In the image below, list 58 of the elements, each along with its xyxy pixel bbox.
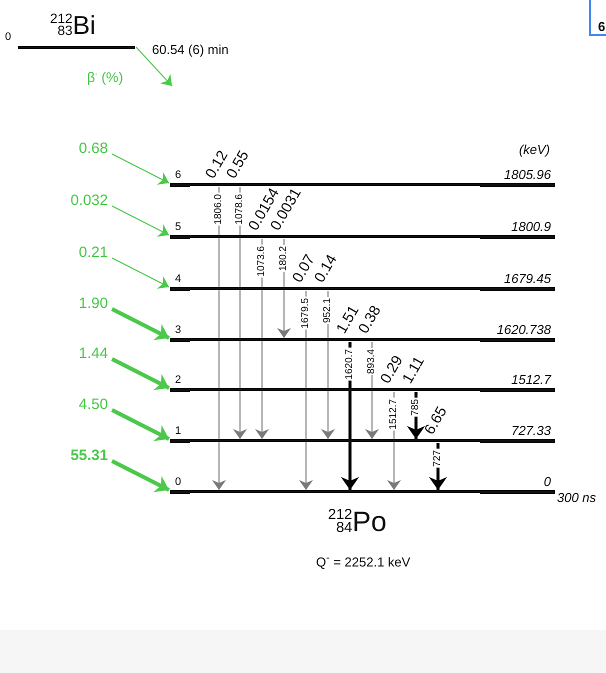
gamma-energy-label: 1679.5 <box>301 297 311 330</box>
energy-level-line <box>170 287 555 290</box>
parent-level-line <box>18 46 135 49</box>
level-number: 4 <box>175 274 182 285</box>
feeding-intensity-label: 55.31 <box>70 448 108 463</box>
level-energy: 0 <box>5 32 12 43</box>
decay-arrow <box>112 206 170 237</box>
energy-level-line <box>170 183 555 186</box>
energy-level-line <box>170 388 555 391</box>
level-number: 5 <box>175 222 182 233</box>
transition-arrow <box>428 443 448 490</box>
level-number: 0 <box>175 477 182 488</box>
gamma-energy-label: 952.1 <box>323 297 333 324</box>
gamma-energy-label: 1806.0 <box>214 193 224 226</box>
level-energy: 1679.45 <box>504 272 551 285</box>
tab-box <box>589 0 606 36</box>
gamma-energy-label: 785 <box>411 398 421 417</box>
gamma-energy-label: 180.2 <box>279 245 289 272</box>
level-energy: 1620.738 <box>496 323 551 336</box>
feeding-intensity-label: 0.68 <box>78 141 108 156</box>
level-number: 2 <box>175 375 182 386</box>
gamma-energy-label: 1073.6 <box>257 245 267 278</box>
decay-arrow <box>111 357 170 390</box>
gamma-energy-label: 1512.7 <box>389 398 399 431</box>
unit-label: (keV) <box>518 143 550 156</box>
feeding-intensity-label: 4.50 <box>78 397 108 412</box>
decay-arrow <box>111 459 170 492</box>
level-number: 3 <box>175 325 182 336</box>
decay-arrow <box>112 258 170 289</box>
level-energy: 0 <box>544 475 551 488</box>
half-life-label: 300 ns <box>557 491 596 504</box>
level-energy: 727.33 <box>511 424 551 437</box>
energy-level-line <box>170 338 555 341</box>
feeding-intensity-label: 0.032 <box>70 193 108 208</box>
energy-level-line <box>170 439 555 442</box>
gamma-energy-label: 1078.6 <box>235 193 245 226</box>
level-energy: 1512.7 <box>511 373 551 386</box>
decay-mode-label: β$^{-}$ (%) <box>87 70 124 84</box>
gamma-energy-label: 727 <box>433 449 443 468</box>
feeding-intensity-label: 0.21 <box>78 245 108 260</box>
decay-arrow <box>112 154 170 185</box>
energy-level-line <box>170 235 555 238</box>
transition-arrow <box>212 187 226 490</box>
decay-arrow <box>111 307 170 340</box>
half-life-label: 60.54 (6) min <box>152 43 229 56</box>
gamma-energy-label: 1620.7 <box>345 348 355 381</box>
decay-arrow <box>111 408 170 442</box>
level-energy: 1800.9 <box>511 220 551 233</box>
level-number: 1 <box>175 426 182 437</box>
level-number: 6 <box>175 170 182 181</box>
tab-text: 6 <box>598 20 606 33</box>
energy-level-line <box>170 490 555 493</box>
q-value-label: Q$^{-}$ = 2252.1 keV <box>316 553 410 568</box>
feeding-intensity-label: 1.44 <box>78 346 108 361</box>
feeding-intensity-label: 1.90 <box>78 296 108 311</box>
decay-arrow <box>136 46 172 86</box>
level-energy: 1805.96 <box>504 168 551 181</box>
gamma-energy-label: 893.4 <box>367 348 377 376</box>
